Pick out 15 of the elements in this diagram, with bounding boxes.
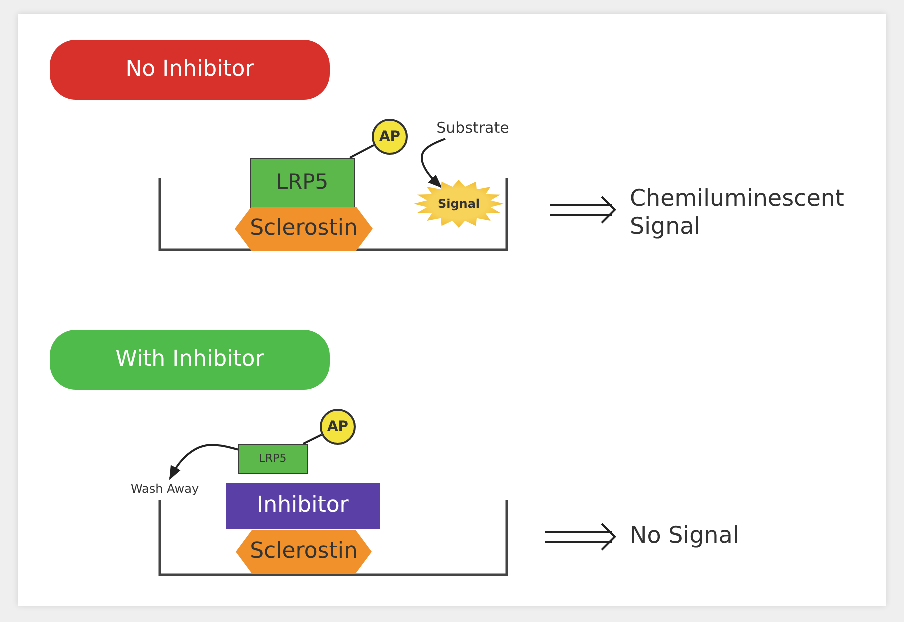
double-arrow (549, 196, 616, 224)
curved-arrow (169, 444, 238, 480)
header-pill: No Inhibitor (50, 40, 330, 100)
connector-line (350, 144, 375, 159)
label-text: Substrate (428, 117, 518, 139)
double-arrow (544, 523, 616, 551)
connector-line (303, 434, 322, 445)
protein-box: LRP5 (250, 158, 355, 208)
header-pill: With Inhibitor (50, 330, 330, 390)
label-text: Wash Away (118, 479, 212, 499)
protein-box: LRP5 (238, 444, 308, 474)
label-text: Chemiluminescent Signal (630, 180, 870, 248)
protein-box: Inhibitor (226, 483, 380, 529)
curved-arrow (421, 138, 446, 188)
label-text: No Signal (630, 502, 750, 572)
